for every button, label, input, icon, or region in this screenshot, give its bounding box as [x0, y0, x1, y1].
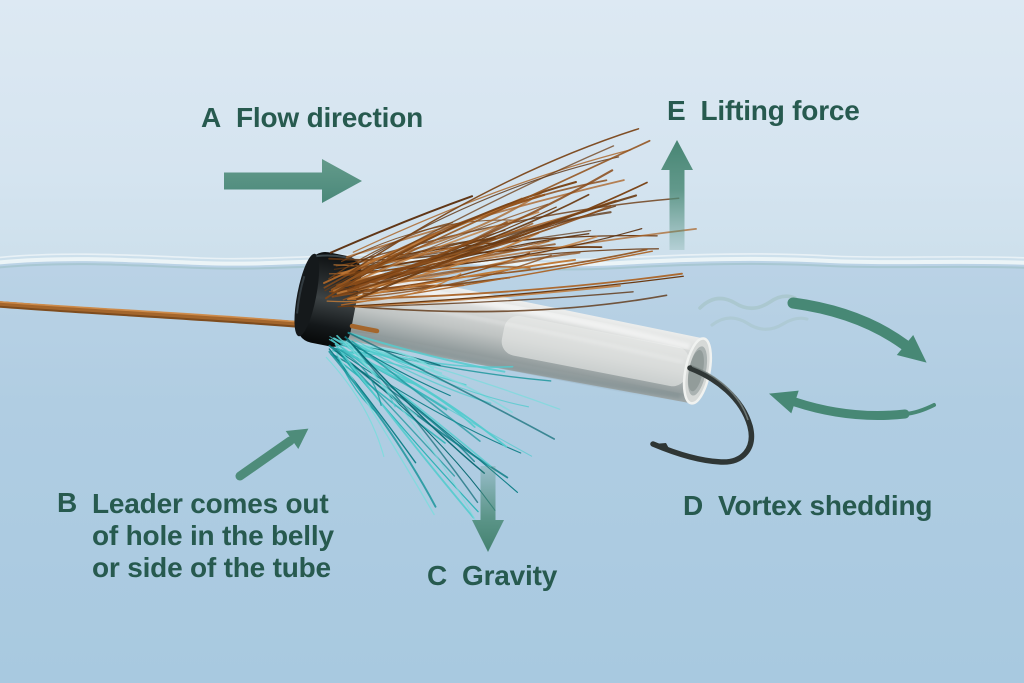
fiber [340, 250, 654, 306]
label-text-gravity: Gravity [462, 560, 558, 591]
fly-hook [650, 365, 755, 465]
leader-tip [349, 323, 380, 334]
fiber [345, 339, 451, 397]
fiber [335, 222, 534, 286]
fiber [330, 251, 581, 293]
label-vortex-shedding: D Vortex shedding [683, 490, 933, 522]
fiber [325, 356, 385, 457]
label-text-flow-direction: Flow direction [236, 102, 424, 133]
label-letter-e: E [667, 95, 686, 126]
fiber [344, 335, 486, 474]
fiber [329, 195, 474, 254]
fiber [332, 346, 522, 454]
fiber [333, 211, 540, 292]
fiber [325, 181, 577, 300]
fiber [347, 258, 577, 300]
fiber [328, 232, 528, 261]
fiber [333, 181, 648, 297]
fly-hackle-fibers [325, 331, 561, 526]
fiber [351, 340, 481, 442]
fiber [334, 343, 475, 519]
fiber [347, 331, 556, 440]
fiber [324, 145, 615, 292]
label-lifting-force: E Lifting force [667, 95, 860, 127]
fiber [348, 206, 557, 289]
fiber [353, 156, 620, 267]
fiber [330, 353, 446, 444]
fiber [328, 221, 454, 280]
fiber [348, 294, 668, 313]
underwater-region [0, 257, 1024, 683]
fiber [342, 339, 479, 526]
fiber [349, 128, 640, 273]
vortex-upper-arrow-icon [787, 297, 927, 363]
fiber [337, 275, 684, 308]
fiber [328, 350, 437, 508]
flow-arrow-icon [224, 159, 362, 203]
hook-barb [653, 443, 671, 452]
fiber [336, 353, 378, 414]
fiber [352, 149, 632, 253]
fiber [335, 347, 382, 407]
tube-fly-illustration [294, 128, 755, 526]
fiber [345, 336, 479, 504]
fiber [344, 336, 492, 404]
vortex-lower-arrow-icon [769, 390, 936, 420]
label-letter-b: B [57, 487, 78, 518]
fiber [326, 273, 462, 303]
leader-pointer-arrow-icon [235, 428, 309, 481]
fiber [343, 139, 651, 284]
label-flow-direction: A Flow direction [201, 102, 424, 134]
fly-wing-hairs [323, 128, 697, 313]
fiber [335, 350, 496, 511]
turbulence-squiggles-icon [698, 294, 809, 331]
label-letter-c: C [427, 560, 448, 591]
fiber [343, 340, 561, 410]
label-leader-note: B Leader comes out of hole in the belly … [57, 487, 334, 584]
fiber [347, 331, 506, 373]
label-letter-d: D [683, 490, 704, 521]
fiber [349, 343, 418, 417]
fiber [356, 194, 638, 301]
fiber [342, 356, 479, 513]
label-letter-a: A [201, 102, 222, 133]
fiber [342, 240, 550, 301]
fiber [330, 338, 492, 468]
fiber [355, 254, 552, 299]
gravity-arrow-icon [472, 466, 504, 552]
lifting-arrow-icon [661, 140, 693, 250]
label-gravity: C Gravity [427, 560, 558, 592]
fiber [347, 169, 614, 292]
label-text-lifting-force: Lifting force [700, 95, 860, 126]
fiber [335, 352, 435, 516]
fiber [335, 220, 508, 289]
fiber [353, 284, 621, 308]
label-text-leader-note: Leader comes out of hole in the belly or… [92, 488, 334, 583]
label-text-vortex-shedding: Vortex shedding [718, 490, 933, 521]
fiber [352, 291, 634, 308]
